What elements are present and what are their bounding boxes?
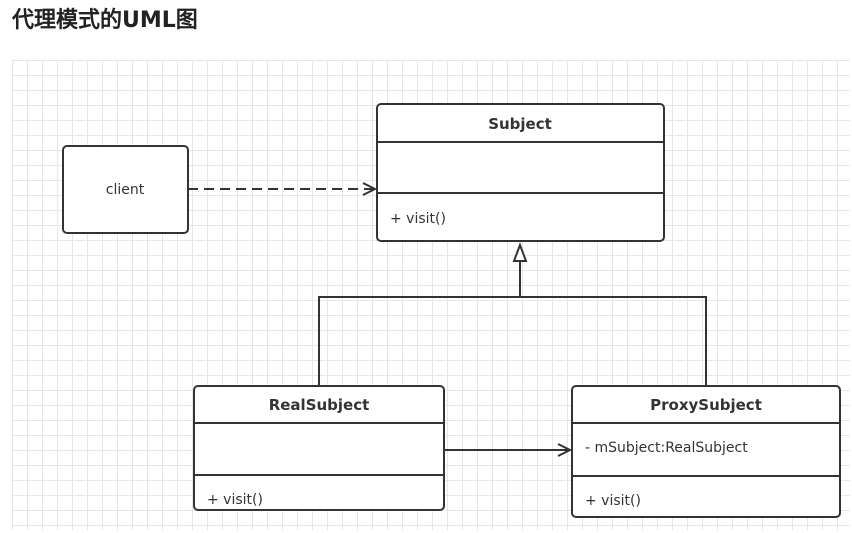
realization-triangle-icon <box>512 242 528 262</box>
proxysubject-class[interactable]: ProxySubject - mSubject:RealSubject + vi… <box>571 385 841 518</box>
diagram-canvas: client Subject + visit() RealSubject + v… <box>12 60 850 530</box>
realsubject-method: + visit() <box>207 492 263 508</box>
subject-class[interactable]: Subject + visit() <box>376 103 665 242</box>
proxysubject-attribute: - mSubject:RealSubject <box>585 440 748 456</box>
realization-connector[interactable] <box>318 296 707 386</box>
proxysubject-method: + visit() <box>585 493 641 509</box>
realsubject-name: RealSubject <box>269 396 370 414</box>
page-title: 代理模式的UML图 <box>12 8 198 33</box>
client-box[interactable]: client <box>62 145 189 234</box>
proxysubject-name: ProxySubject <box>650 396 762 414</box>
client-label: client <box>106 182 145 198</box>
realsubject-class[interactable]: RealSubject + visit() <box>193 385 445 511</box>
subject-class-frame <box>376 103 665 242</box>
subject-name: Subject <box>488 115 552 133</box>
subject-method: + visit() <box>390 211 446 227</box>
